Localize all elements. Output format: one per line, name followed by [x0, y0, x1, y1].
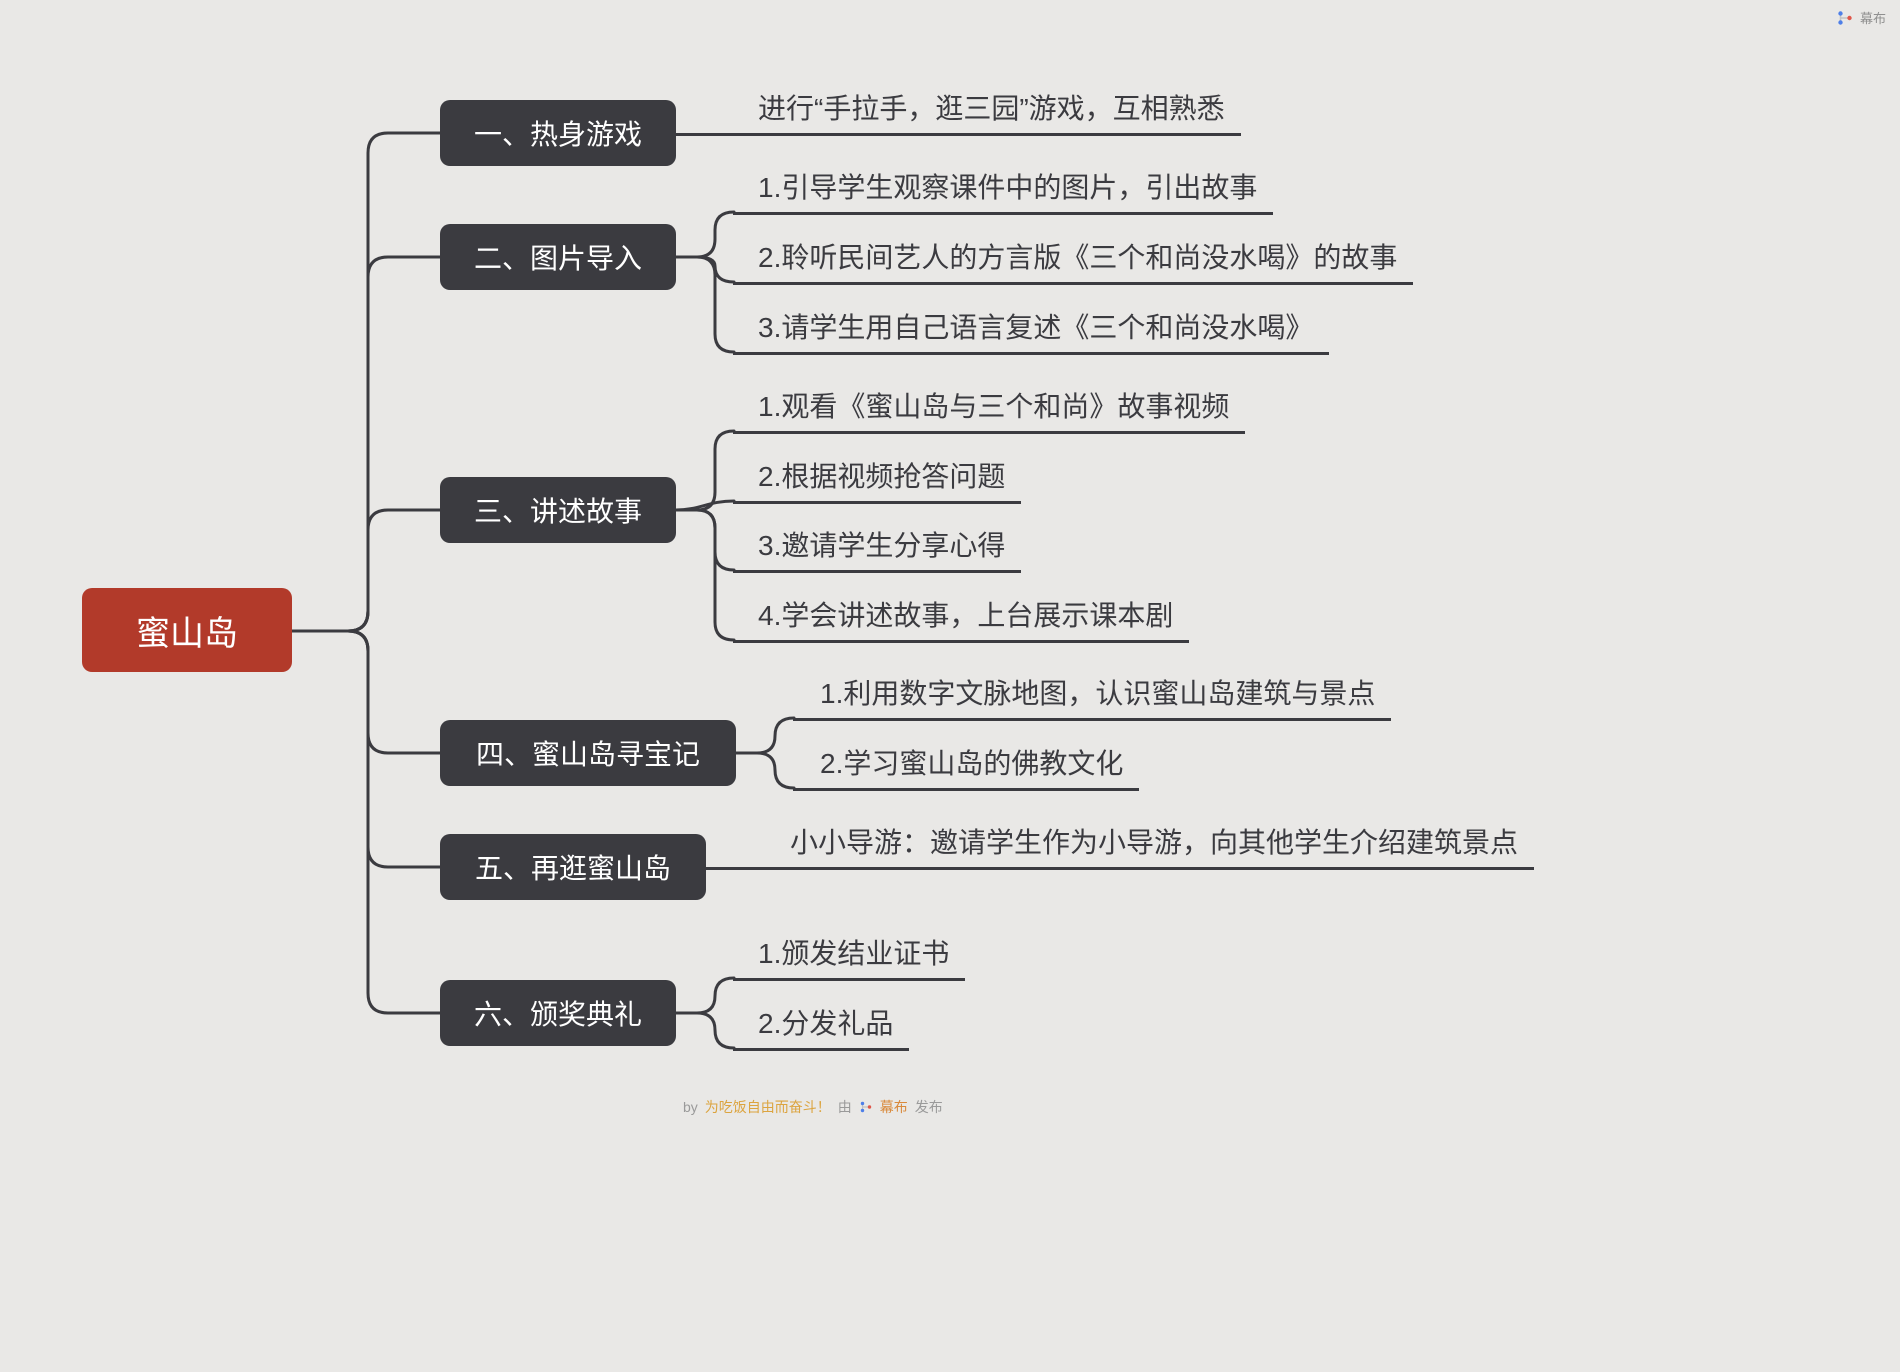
leaf-3-3[interactable]: 3.邀请学生分享心得 [733, 528, 1022, 573]
branch-label: 五、再逛蜜山岛 [474, 853, 671, 884]
leaf-3-4[interactable]: 4.学会讲述故事，上台展示课本剧 [733, 598, 1190, 643]
branch-node-4[interactable]: 四、蜜山岛寻宝记 [440, 720, 736, 786]
leaf-2-2[interactable]: 2.聆听民间艺人的方言版《三个和尚没水喝》的故事 [733, 240, 1414, 285]
footer: by 为吃饭自由而奋斗！ 由 幕布 发布 [683, 1097, 943, 1117]
branch-label: 一、热身游戏 [473, 119, 642, 150]
branch-label: 二、图片导入 [473, 243, 642, 274]
branch-label: 六、颁奖典礼 [473, 999, 642, 1030]
connector-branch3-leaf3 [674, 508, 736, 572]
branch-node-3[interactable]: 三、讲述故事 [440, 477, 676, 543]
mubu-logo-icon [1838, 10, 1852, 25]
footer-prefix: by [683, 1099, 698, 1115]
footer-middle: 由 [837, 1099, 852, 1115]
connector-branch3-leaf1 [674, 429, 736, 512]
footer-author-link[interactable]: 为吃饭自由而奋斗！ [704, 1099, 831, 1115]
branch-label: 三、讲述故事 [473, 496, 642, 527]
footer-brand-link[interactable]: 幕布 [879, 1099, 908, 1115]
connector-branch4-leaf1 [734, 716, 796, 755]
connector-branch3-leaf4 [674, 508, 736, 642]
connector-root-branch1 [290, 131, 443, 633]
leaf-3-2[interactable]: 2.根据视频抢答问题 [733, 459, 1022, 504]
leaf-6-1[interactable]: 1.颁发结业证书 [733, 936, 966, 981]
leaf-2-3[interactable]: 3.请学生用自己语言复述《三个和尚没水喝》 [733, 310, 1330, 355]
footer-suffix: 发布 [914, 1099, 943, 1115]
connector-branch2-leaf1 [674, 210, 736, 259]
root-node[interactable]: 蜜山岛 [82, 588, 292, 672]
app-brand[interactable]: 幕布 [1836, 8, 1886, 27]
root-label: 蜜山岛 [136, 614, 238, 653]
mubu-logo-icon-small [860, 1101, 872, 1113]
connector-branch2-leaf2 [674, 255, 736, 284]
connector-root-branch5 [290, 629, 443, 869]
leaf-4-1[interactable]: 1.利用数字文脉地图，认识蜜山岛建筑与景点 [793, 676, 1392, 721]
app-brand-label: 幕布 [1859, 11, 1886, 26]
branch-node-6[interactable]: 六、颁奖典礼 [440, 980, 676, 1046]
connector-root-branch3 [290, 508, 443, 633]
connector-branch6-leaf1 [674, 976, 736, 1015]
connector-root-branch4 [290, 629, 443, 755]
branch-label: 四、蜜山岛寻宝记 [475, 739, 700, 770]
connector-branch2-leaf3 [674, 255, 736, 354]
leaf-1-1[interactable]: 进行“手拉手，逛三园”游戏，互相熟悉 [676, 91, 1241, 136]
leaf-3-1[interactable]: 1.观看《蜜山岛与三个和尚》故事视频 [733, 389, 1246, 434]
leaf-6-2[interactable]: 2.分发礼品 [733, 1006, 910, 1051]
connector-branch3-leaf2 [674, 499, 736, 512]
branch-node-5[interactable]: 五、再逛蜜山岛 [440, 834, 706, 900]
connector-root-branch2 [290, 255, 443, 633]
leaf-4-2[interactable]: 2.学习蜜山岛的佛教文化 [793, 746, 1140, 791]
branch-node-2[interactable]: 二、图片导入 [440, 224, 676, 290]
leaf-2-1[interactable]: 1.引导学生观察课件中的图片，引出故事 [733, 170, 1274, 215]
connector-branch6-leaf2 [674, 1011, 736, 1050]
branch-node-1[interactable]: 一、热身游戏 [440, 100, 676, 166]
connector-branch4-leaf2 [734, 751, 796, 790]
leaf-5-1[interactable]: 小小导游：邀请学生作为小导游，向其他学生介绍建筑景点 [706, 825, 1535, 870]
connector-root-branch6 [290, 629, 443, 1015]
